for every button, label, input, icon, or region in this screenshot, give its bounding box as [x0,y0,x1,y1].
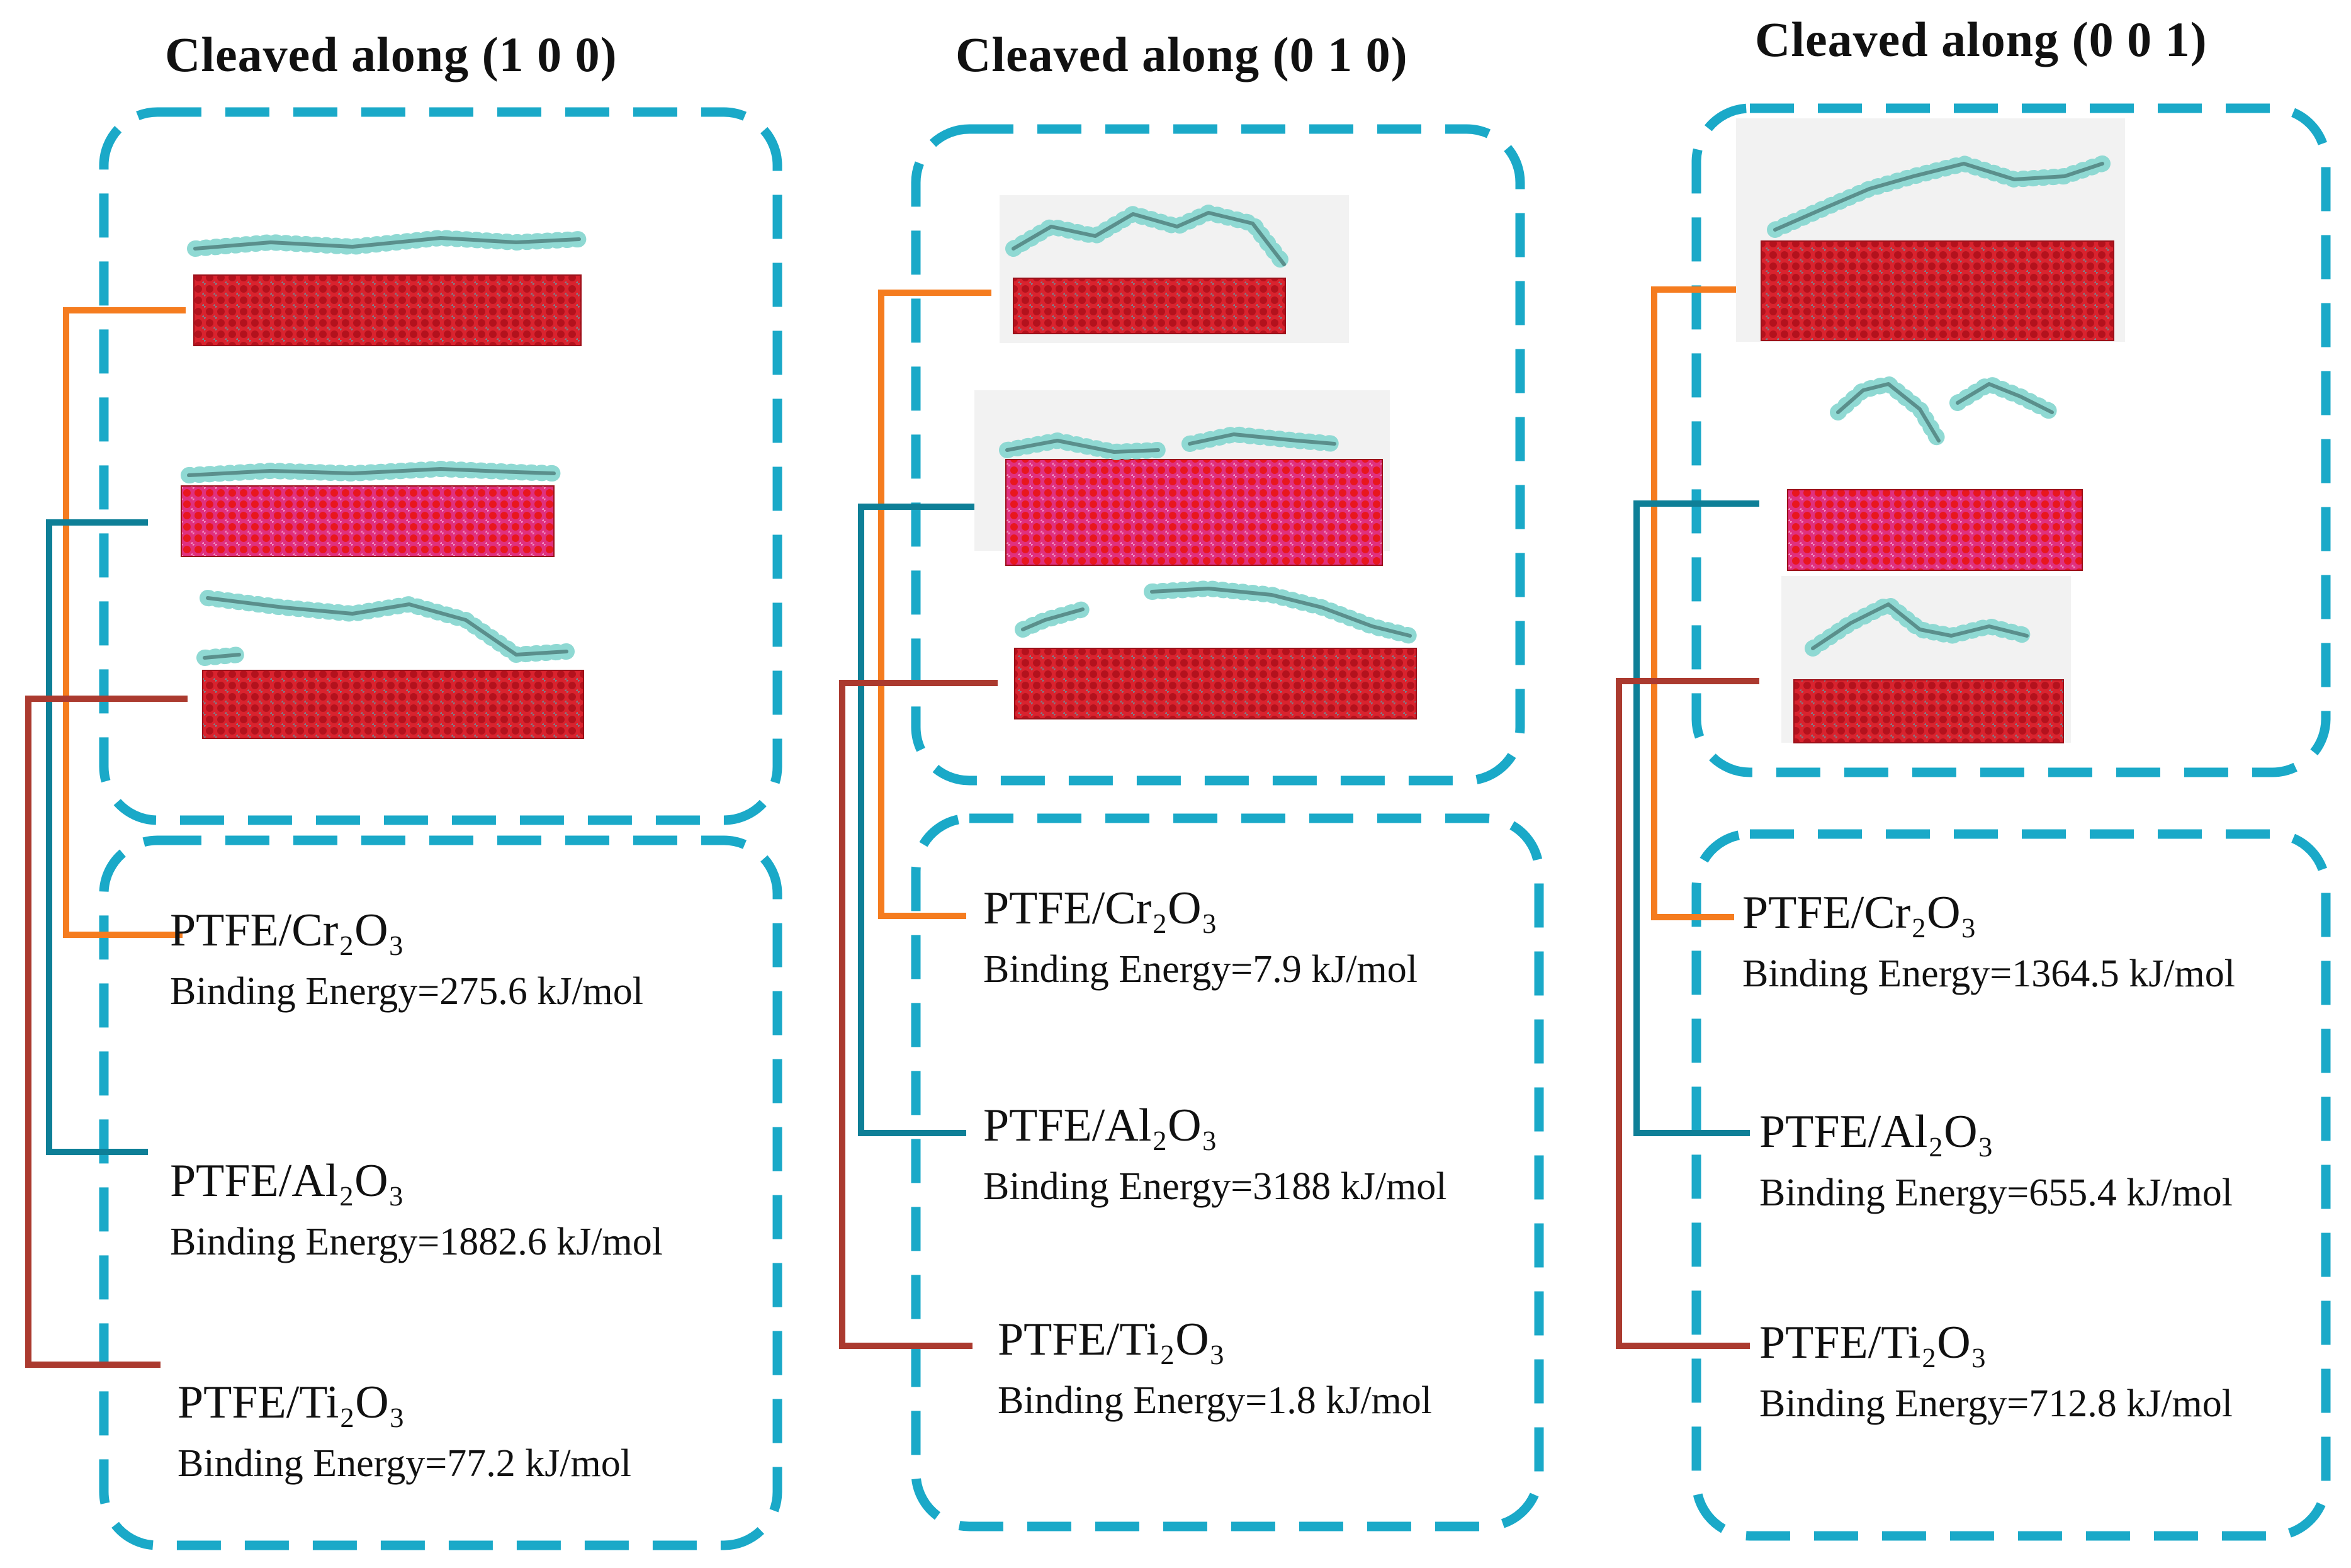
connector-100-al2o3 [46,519,148,1155]
oxide-slab-010-cr2o3 [1013,278,1286,334]
entry-010-al2o3: PTFE/Al₂O₃ Binding Energy=3188 kJ/mol [983,1100,1447,1209]
ptfe-chain-100-al2o3-backbone [187,467,556,477]
connector-100-ti2o3 [25,696,188,1368]
column-title-100: Cleaved along (1 0 0) [165,27,617,82]
frame-010-structures [911,124,1525,786]
frame-001-structures [1691,103,2331,777]
connector-001-cr2o3 [1651,286,1762,920]
entry-formula: PTFE/Ti₂O₃ [1759,1317,1987,1368]
ptfe-chain-100-ti2o3-b-backbone [203,653,241,660]
ptfe-chain-010-al2o3-a-backbone [1005,439,1160,454]
ptfe-chain-010-ti2o3-b-backbone [1150,587,1412,638]
entry-100-cr2o3: PTFE/Cr₂O₃ Binding Energy=275.6 kJ/mol [170,906,643,1014]
ptfe-chain-001-al2o3-b-backbone [1956,382,2054,414]
connector-010-al2o3 [858,504,988,1136]
entry-formula: PTFE/Al₂O₃ [983,1100,1218,1151]
connector-010-cr2o3 [878,290,991,919]
entry-001-cr2o3: PTFE/Cr₂O₃ Binding Energy=1364.5 kJ/mol [1742,887,2235,996]
entry-100-al2o3: PTFE/Al₂O₃ Binding Energy=1882.6 kJ/mol [170,1155,663,1265]
entry-binding-energy: Binding Energy=275.6 kJ/mol [170,969,643,1013]
entry-formula: PTFE/Cr₂O₃ [983,883,1218,934]
entry-binding-energy: Binding Energy=655.4 kJ/mol [1759,1171,2233,1214]
oxide-slab-001-ti2o3 [1793,679,2064,743]
entry-binding-energy: Binding Energy=712.8 kJ/mol [1759,1382,2233,1425]
oxide-slab-100-ti2o3 [202,670,584,739]
entry-formula: PTFE/Ti₂O₃ [998,1314,1226,1365]
entry-binding-energy: Binding Energy=1364.5 kJ/mol [1742,952,2235,995]
ptfe-chain-001-al2o3-b-beads [1949,376,2060,420]
entry-formula: PTFE/Al₂O₃ [1759,1106,1994,1158]
column-title-001: Cleaved along (0 0 1) [1755,12,2207,67]
ptfe-chain-010-cr2o3-backbone [1012,211,1286,266]
entry-010-ti2o3: PTFE/Ti₂O₃ Binding Energy=1.8 kJ/mol [998,1314,1432,1423]
entry-formula: PTFE/Cr₂O₃ [170,905,405,956]
entry-100-ti2o3: PTFE/Ti₂O₃ Binding Energy=77.2 kJ/mol [178,1377,631,1486]
oxide-slab-100-cr2o3 [193,274,582,346]
ptfe-chain-001-cr2o3-backbone [1773,162,2104,232]
entry-binding-energy: Binding Energy=1.8 kJ/mol [998,1379,1432,1422]
connector-001-al2o3 [1633,500,1759,1136]
oxide-slab-100-al2o3 [181,485,555,557]
ptfe-chain-010-ti2o3-a-backbone [1021,607,1085,631]
entry-binding-energy: Binding Energy=7.9 kJ/mol [983,947,1418,991]
entry-binding-energy: Binding Energy=3188 kJ/mol [983,1165,1447,1208]
connector-001-ti2o3 [1616,678,1759,1349]
ptfe-chain-100-ti2o3-a-backbone [206,596,568,657]
entry-formula: PTFE/Ti₂O₃ [178,1377,405,1428]
entry-010-cr2o3: PTFE/Cr₂O₃ Binding Energy=7.9 kJ/mol [983,884,1418,992]
entry-001-al2o3: PTFE/Al₂O₃ Binding Energy=655.4 kJ/mol [1759,1106,2233,1215]
entry-formula: PTFE/Cr₂O₃ [1742,887,1977,939]
connector-100-cr2o3 [63,307,186,938]
frame-001-energies [1691,829,2331,1541]
ptfe-chain-001-ti2o3-backbone [1811,602,2029,650]
entry-001-ti2o3: PTFE/Ti₂O₃ Binding Energy=712.8 kJ/mol [1759,1317,2233,1426]
frame-010-energies [911,813,1544,1531]
ptfe-chain-010-al2o3-b-backbone [1188,432,1336,446]
oxide-slab-010-al2o3 [1005,459,1383,566]
frame-100-energies [99,835,782,1550]
entry-binding-energy: Binding Energy=1882.6 kJ/mol [170,1220,663,1263]
column-title-010: Cleaved along (0 1 0) [956,27,1408,82]
entry-formula: PTFE/Al₂O₃ [170,1155,405,1207]
oxide-slab-001-cr2o3 [1761,240,2114,341]
entry-binding-energy: Binding Energy=77.2 kJ/mol [178,1441,631,1485]
connector-010-ti2o3 [839,680,998,1349]
ptfe-chain-100-cr2o3-backbone [193,236,581,251]
oxide-slab-001-al2o3 [1787,489,2083,571]
frame-100-structures [99,107,782,825]
ptfe-chain-001-al2o3-a-backbone [1836,382,1941,443]
oxide-slab-010-ti2o3 [1014,648,1417,719]
